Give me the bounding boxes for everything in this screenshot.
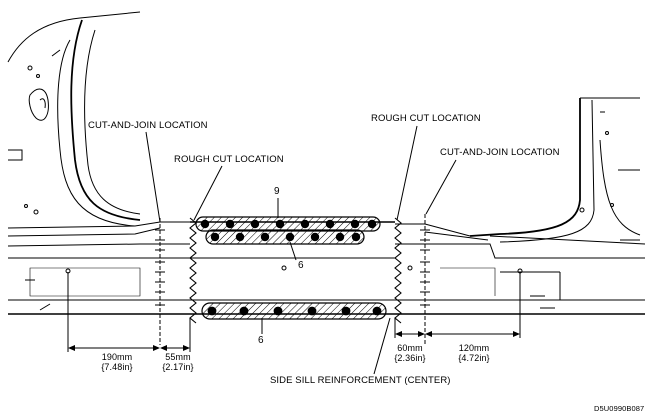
dimension-190mm: 190mm {7.48in} bbox=[92, 352, 142, 372]
dimension-60mm-metric: 60mm bbox=[397, 343, 423, 353]
leader-part-6-mid bbox=[289, 241, 297, 261]
weld-strip-lower bbox=[201, 302, 387, 320]
callout-cut-join-right: CUT-AND-JOIN LOCATION bbox=[440, 147, 560, 158]
figure-reference-code: D5U0990B087 bbox=[594, 404, 645, 413]
dimension-120mm-metric: 120mm bbox=[458, 343, 490, 353]
part-number-6-lower: 6 bbox=[258, 335, 264, 346]
dimension-55mm: 55mm {2.17in} bbox=[158, 352, 198, 372]
part-number-9: 9 bbox=[274, 186, 280, 197]
leader-cut-join-right bbox=[425, 159, 457, 215]
dimension-120mm: 120mm {4.72in} bbox=[452, 343, 496, 363]
weld-strip-upper bbox=[195, 216, 381, 232]
rough-cut-line-right bbox=[394, 217, 402, 324]
callout-side-sill-reinforcement: SIDE SILL REINFORCEMENT (CENTER) bbox=[270, 375, 451, 386]
dimension-190mm-imperial: {7.48in} bbox=[101, 362, 133, 372]
callout-rough-cut-left: ROUGH CUT LOCATION bbox=[174, 154, 284, 165]
dimension-190mm-metric: 190mm bbox=[101, 352, 133, 362]
leader-reinforcement bbox=[373, 317, 391, 375]
dimension-55mm-metric: 55mm bbox=[165, 352, 191, 362]
left-pillar-outline bbox=[7, 11, 141, 227]
callout-rough-cut-right: ROUGH CUT LOCATION bbox=[371, 113, 481, 124]
right-pillar-outline bbox=[469, 97, 641, 243]
cut-join-line-right bbox=[420, 214, 430, 345]
callout-cut-join-left: CUT-AND-JOIN LOCATION bbox=[88, 120, 208, 131]
dimension-arrows bbox=[68, 331, 520, 351]
dimension-60mm-imperial: {2.36in} bbox=[394, 353, 426, 363]
dimension-55mm-imperial: {2.17in} bbox=[162, 362, 194, 372]
leader-cut-join-left bbox=[145, 131, 161, 223]
dimension-60mm: 60mm {2.36in} bbox=[390, 343, 430, 363]
part-number-6-middle: 6 bbox=[298, 260, 304, 271]
rough-cut-line-left bbox=[189, 217, 197, 324]
weld-strip-middle bbox=[205, 229, 365, 245]
leader-rough-cut-right bbox=[396, 125, 418, 221]
cut-join-line-left bbox=[155, 218, 165, 345]
dimension-120mm-imperial: {4.72in} bbox=[458, 353, 490, 363]
leader-rough-cut-left bbox=[193, 165, 223, 221]
